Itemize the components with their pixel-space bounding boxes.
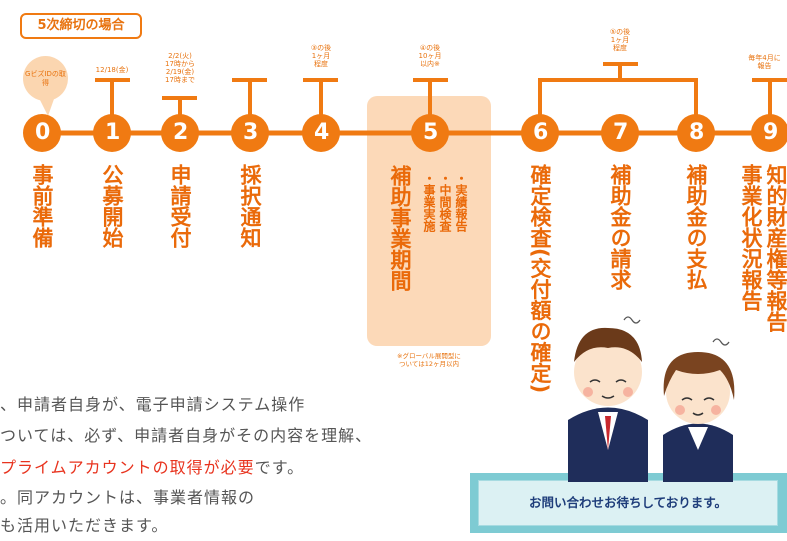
period-note-line-1: ※グローバル展開型に: [397, 352, 461, 360]
step-circle-2: [161, 114, 199, 152]
step-circle-8: [677, 114, 715, 152]
callout-2-line-1: 2/2(火): [168, 52, 192, 60]
contact-banner-text: お問い合わせお待ちしております。: [528, 495, 727, 510]
period-item-1: ・事業実施: [422, 172, 436, 232]
step-number-6: 6: [533, 120, 549, 145]
body-red-text: プライムアカウントの取得が必要: [0, 458, 255, 477]
body-line-2: ついては、必ず、申請者自身がその内容を理解、: [0, 426, 373, 445]
step-label-2: 申請受付: [168, 164, 192, 248]
body-line-5: も活用いただきます。: [0, 516, 169, 535]
step-number-7: 7: [613, 120, 629, 145]
callout-5-line-1: ④の後: [419, 44, 441, 52]
callout-4-line-3: 程度: [314, 60, 328, 68]
step-label-6: 確定検査(交付額の確定): [528, 164, 552, 394]
page-title: 5次締切の場合: [20, 13, 142, 39]
body-red-after: です。: [254, 458, 305, 477]
step-number-9: 9: [763, 120, 779, 145]
period-item-2: ・中間検査: [438, 172, 452, 232]
callout-4-line-1: ③の後: [310, 44, 332, 52]
step-number-2: 2: [173, 120, 189, 145]
callout-5-line-3: 以内※: [420, 60, 440, 68]
step-number-5: 5: [423, 120, 439, 145]
callout-5: ④の後 10ヶ月 以内※: [405, 44, 455, 68]
step-number-3: 3: [243, 120, 259, 145]
step-number-4: 4: [314, 120, 330, 145]
step-label-9-col2: 事業化状況報告: [739, 164, 763, 311]
callout-7-line-2: 1ヶ月: [610, 36, 630, 44]
step-label-9: 知的財産権等報告: [764, 164, 787, 332]
timeline: [23, 62, 787, 152]
callout-7-line-1: ⑤の後: [609, 28, 631, 36]
step-number-8: 8: [689, 120, 705, 145]
step-circle-7: [601, 114, 639, 152]
step-circle-6: [521, 114, 559, 152]
body-line-3: プライムアカウントの取得が必要です。: [0, 453, 304, 483]
callout-2-line-2: 17時から: [165, 60, 195, 68]
step-circle-3: [231, 114, 269, 152]
step-label-7: 補助金の請求: [608, 164, 632, 290]
step-label-8: 補助金の支払: [684, 164, 708, 290]
callout-2: 2/2(火) 17時から 2/19(金) 17時まで: [150, 52, 210, 84]
callout-connectors: [95, 62, 787, 118]
step-circle-9: [751, 114, 787, 152]
callout-2-line-4: 17時まで: [165, 76, 195, 84]
callout-9: 毎年4月に 報告: [742, 54, 787, 70]
step-label-0: 事前準備: [30, 164, 54, 248]
step-circle-0: [23, 114, 61, 152]
bubble-tail: [40, 99, 54, 116]
step-label-1: 公募開始: [100, 164, 124, 248]
bowing-staff-illustration: [568, 316, 735, 482]
period-note: ※グローバル展開型に ついては12ヶ月以内: [370, 352, 488, 368]
step-circles: [23, 114, 787, 152]
callout-4: ③の後 1ヶ月 程度: [299, 44, 343, 68]
gbiz-id-bubble: GビズIDの取得: [23, 56, 68, 101]
callout-1: 12/18(金): [95, 66, 129, 74]
step-number-1: 1: [105, 120, 121, 145]
callout-7-line-3: 程度: [613, 44, 627, 52]
period-item-3: ・実績報告: [454, 172, 468, 232]
step-circle-1: [93, 114, 131, 152]
callout-5-line-2: 10ヶ月: [418, 52, 442, 60]
callout-4-line-2: 1ヶ月: [311, 52, 331, 60]
callout-9-line-2: 報告: [757, 62, 772, 70]
callout-7: ⑤の後 1ヶ月 程度: [598, 28, 642, 52]
body-line-1: 、申請者自身が、電子申請システム操作: [0, 395, 306, 414]
step-number-0: 0: [35, 120, 51, 145]
callout-2-line-3: 2/19(金): [165, 68, 195, 76]
step-label-3: 採択通知: [238, 164, 262, 248]
step-circle-5: [411, 114, 449, 152]
step-circle-4: [302, 114, 340, 152]
period-note-line-2: ついては12ヶ月以内: [399, 360, 459, 368]
step-label-5: 補助事業期間: [388, 165, 412, 291]
body-line-4: 。同アカウントは、事業者情報の: [0, 488, 256, 507]
callout-9-line-1: 毎年4月に: [748, 54, 781, 62]
